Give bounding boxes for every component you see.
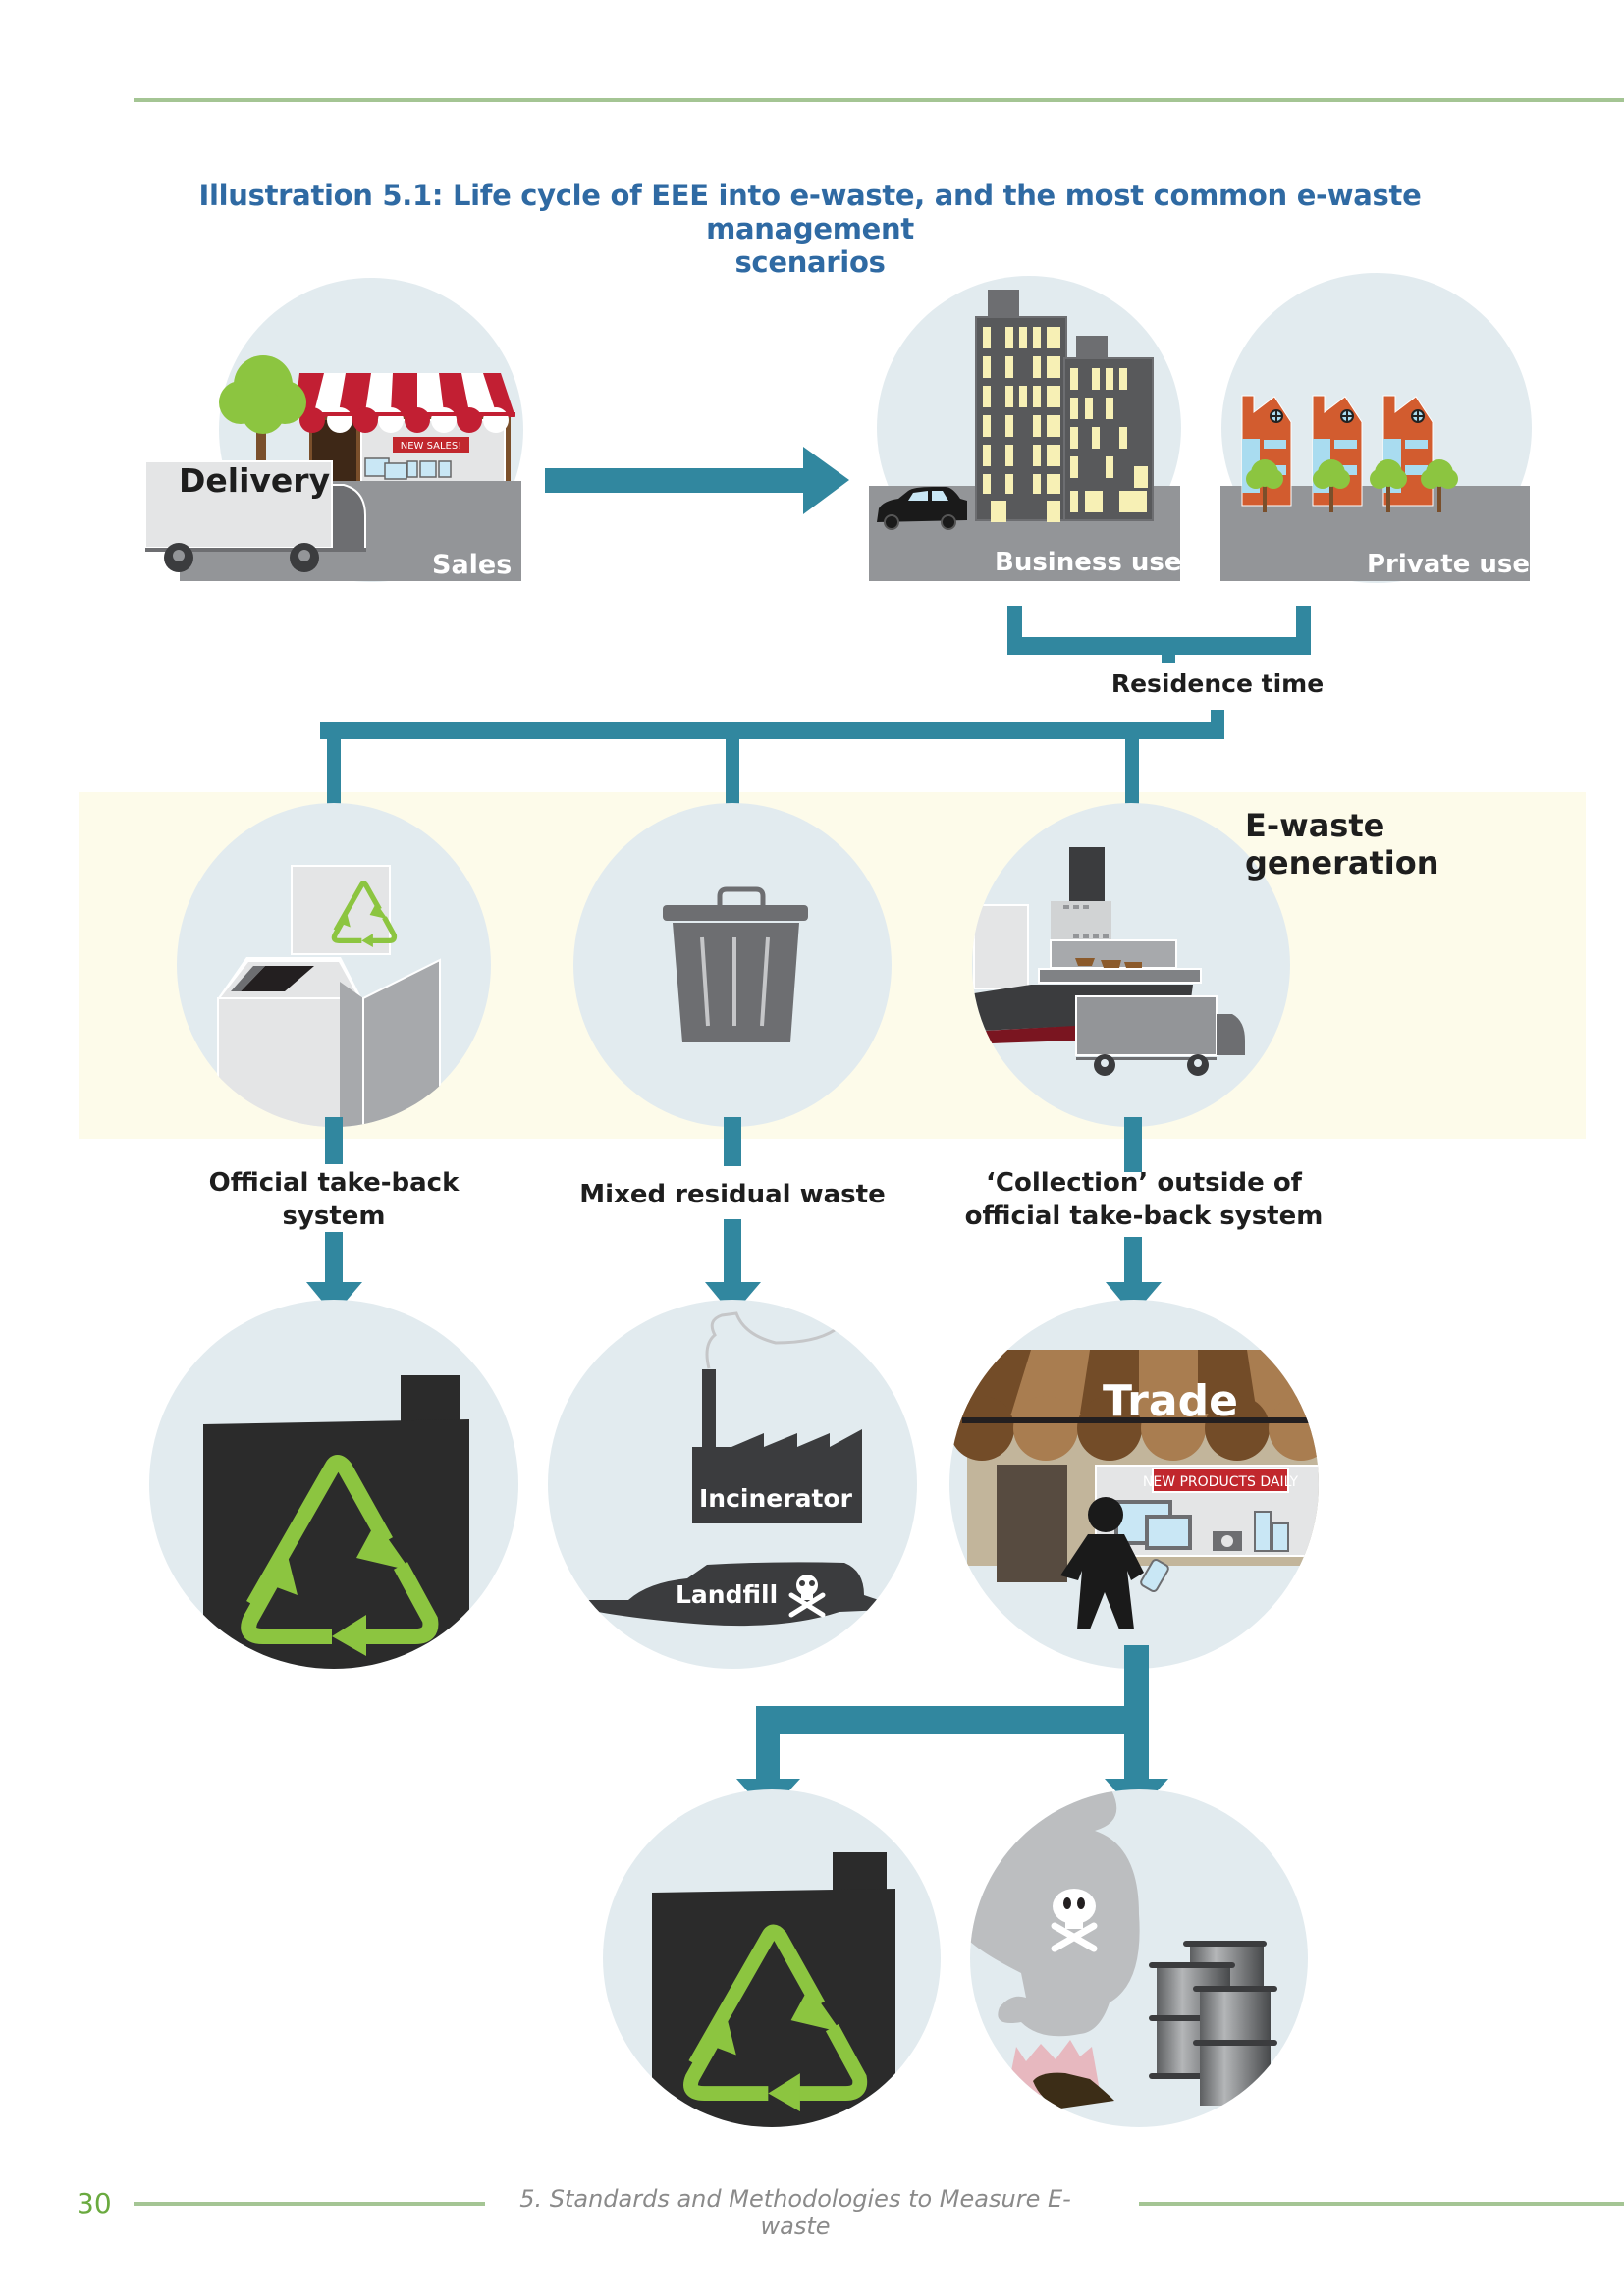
shop-sign: NEW SALES! bbox=[401, 441, 462, 452]
private-use-label: Private use bbox=[1367, 550, 1531, 579]
person-icon bbox=[1060, 1497, 1169, 1629]
trees-icon bbox=[1246, 459, 1458, 512]
informal-collection-label-line2: official take-back system bbox=[964, 1201, 1324, 1231]
official-takeback-label-line2: system bbox=[282, 1201, 386, 1231]
figure-title: Illustration 5.1: Life cycle of EEE into… bbox=[147, 179, 1473, 279]
car-icon bbox=[877, 487, 967, 530]
informal-collection-label-line1: ‘Collection’ outside of bbox=[986, 1168, 1302, 1198]
official-takeback-label-line1: Official take-back bbox=[208, 1168, 460, 1198]
chapter-title: 5. Standards and Methodologies to Measur… bbox=[519, 2185, 1071, 2240]
incinerator-label: Incinerator bbox=[699, 1484, 852, 1513]
incinerator-icon bbox=[692, 1311, 862, 1523]
arrow-sales-to-use bbox=[545, 447, 849, 514]
recycling-plant-icon-2 bbox=[652, 1852, 895, 2127]
business-use-label: Business use bbox=[995, 548, 1182, 577]
residence-bracket bbox=[1007, 606, 1311, 663]
official-takeback-label: Official take-back system bbox=[187, 1166, 481, 1233]
delivery-label: Delivery bbox=[179, 461, 331, 500]
figure-title-line1: Illustration 5.1: Life cycle of EEE into… bbox=[198, 179, 1422, 245]
footer-rule-right bbox=[1139, 2202, 1624, 2206]
row2-down-arrows bbox=[306, 1117, 1162, 1315]
business-use-illustration bbox=[869, 276, 1181, 581]
barrels-icon bbox=[1149, 1941, 1277, 2106]
trash-can-icon bbox=[663, 886, 808, 1042]
informal-collection-label: ‘Collection’ outside of official take-ba… bbox=[957, 1166, 1330, 1233]
private-use-illustration bbox=[1220, 273, 1532, 583]
landfill-icon bbox=[587, 1562, 884, 1627]
trade-sign: NEW PRODUCTS DAILY bbox=[1143, 1474, 1299, 1490]
skull-crossbones-icon-2 bbox=[1051, 1889, 1098, 1952]
mixed-residual-label: Mixed residual waste bbox=[566, 1178, 899, 1211]
figure-title-line2: scenarios bbox=[734, 245, 886, 279]
ship-and-truck-icon bbox=[973, 847, 1245, 1076]
mixed-residual-label-line1: Mixed residual waste bbox=[579, 1180, 886, 1209]
header-rule bbox=[134, 98, 1624, 102]
houses-icon bbox=[1241, 395, 1434, 507]
page-number: 30 bbox=[77, 2187, 112, 2219]
delivery-truck-icon bbox=[144, 460, 366, 572]
e-waste-generation-label: E-waste generation bbox=[1245, 807, 1439, 881]
trade-label: Trade bbox=[1103, 1376, 1238, 1426]
footer-rule-left bbox=[134, 2202, 485, 2206]
residence-time-label: Residence time bbox=[1110, 669, 1325, 698]
recycling-bin-icon bbox=[217, 865, 441, 1127]
trade-shop-icon: NEW PRODUCTS DAILY bbox=[949, 1350, 1319, 1629]
landfill-label: Landfill bbox=[676, 1580, 779, 1609]
tree-icon bbox=[219, 355, 306, 476]
sales-label: Sales bbox=[432, 550, 513, 580]
office-building-icon bbox=[975, 290, 1154, 522]
trade-split-arrows bbox=[736, 1645, 1168, 1814]
sales-illustration: NEW SALES! bbox=[144, 278, 523, 582]
recycling-plant-icon bbox=[203, 1375, 469, 1669]
skull-crossbones-icon bbox=[788, 1575, 826, 1618]
shop-icon: NEW SALES! bbox=[295, 373, 515, 499]
